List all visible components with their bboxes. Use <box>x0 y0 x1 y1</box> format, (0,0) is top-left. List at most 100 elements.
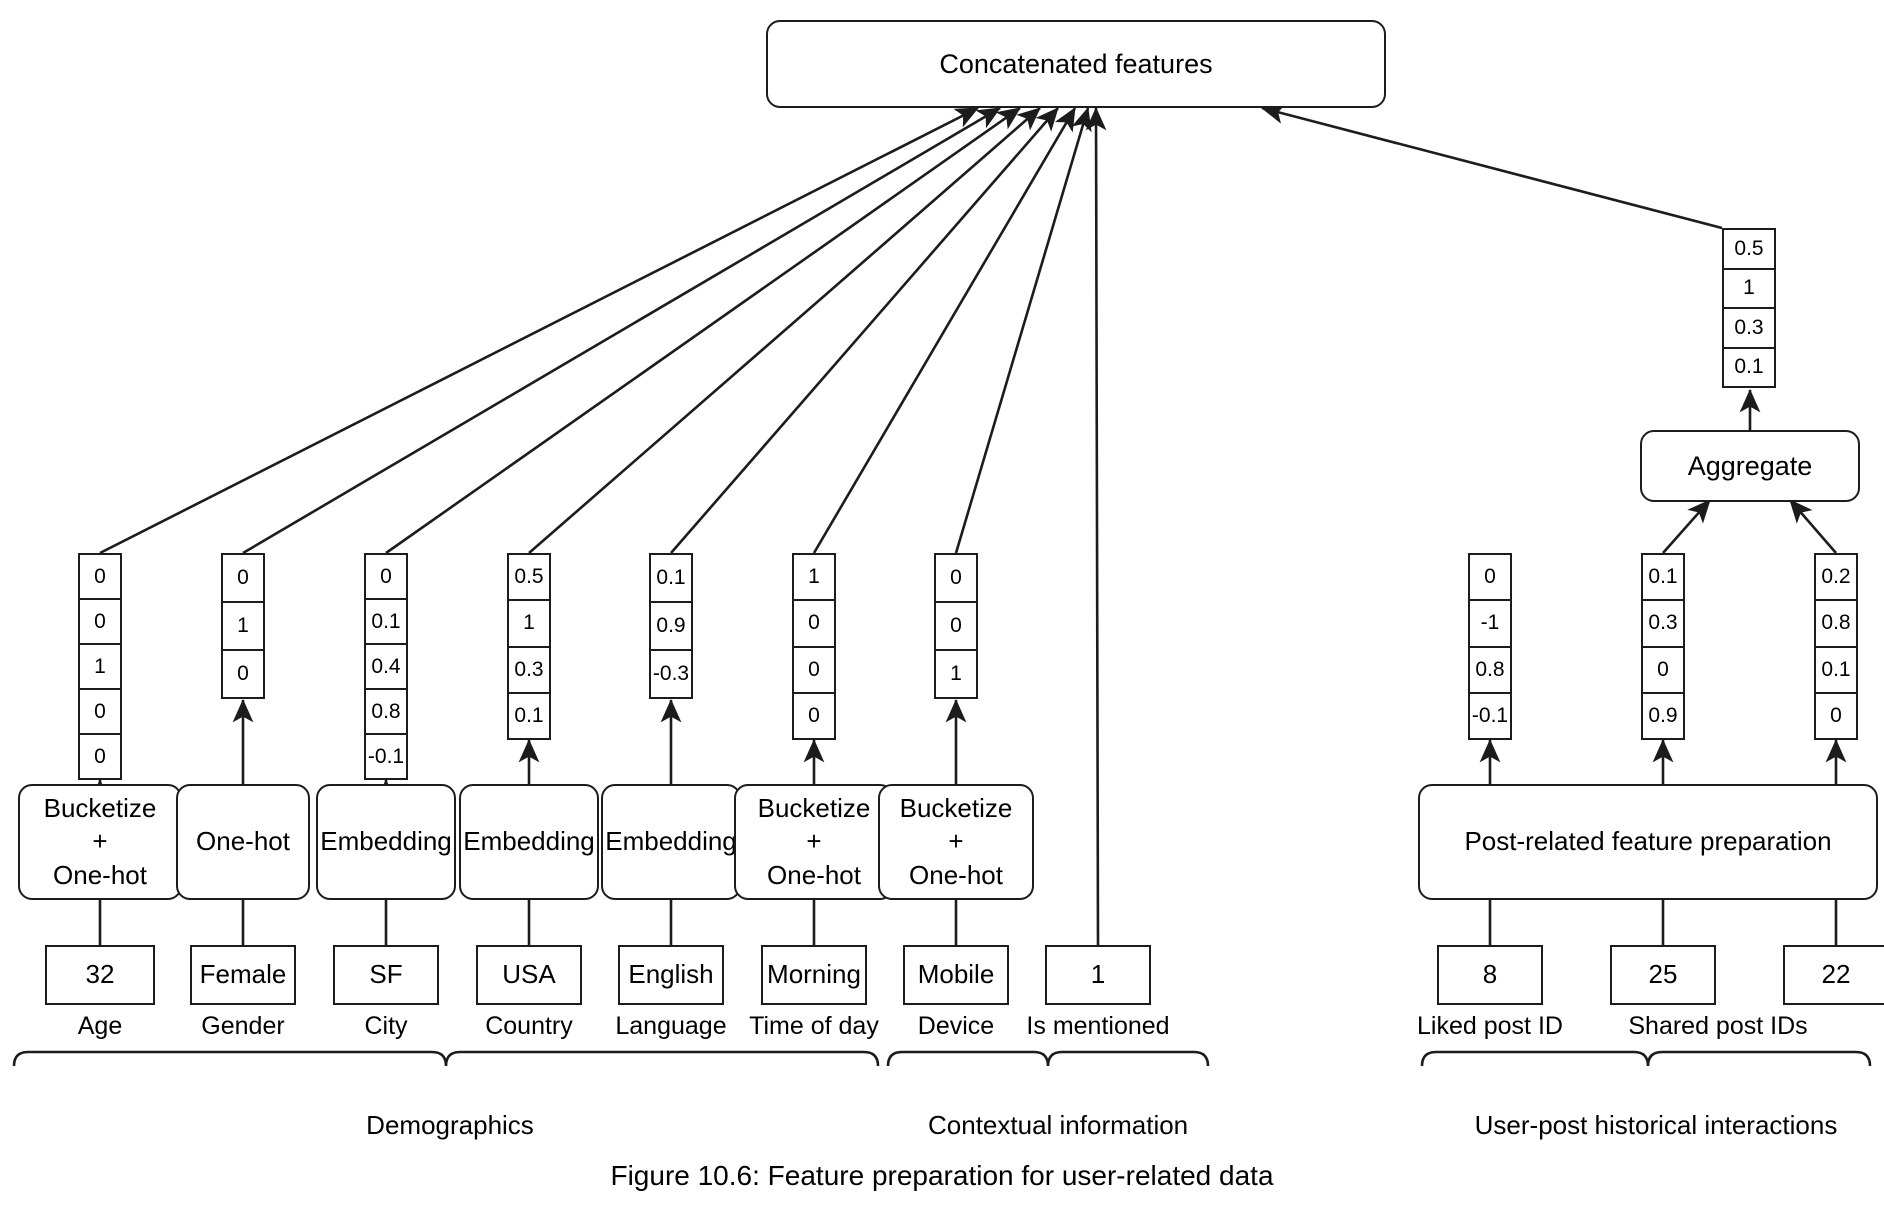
group-label-contextual-information: Contextual information <box>928 1110 1189 1140</box>
input-box-gender[interactable]: Female <box>190 945 296 1005</box>
vector-cell: 0 <box>794 693 834 738</box>
vector-cell: -0.1 <box>1470 693 1510 738</box>
wire-country-to-concat <box>528 107 1041 554</box>
processing-box-country[interactable]: Embedding <box>459 784 599 900</box>
field-label-age: Age <box>77 1012 123 1040</box>
vector-country: 0.5 1 0.3 0.1 <box>507 553 551 740</box>
processing-line: Bucketize <box>899 793 1013 824</box>
vector-language: 0.1 0.9 -0.3 <box>649 553 693 699</box>
vector-cell: 1 <box>80 645 120 690</box>
input-value: Female <box>199 959 287 990</box>
vector-cell: 0.5 <box>1724 230 1774 270</box>
post-related-feature-preparation-box[interactable]: Post-related feature preparation <box>1418 784 1878 900</box>
processing-box-time-of-day[interactable]: Bucketize + One-hot <box>734 784 894 900</box>
input-value: 22 <box>1821 959 1851 990</box>
input-box-liked-post-id[interactable]: 8 <box>1437 945 1543 1005</box>
input-box-time-of-day[interactable]: Morning <box>761 945 867 1005</box>
vector-age: 0 0 1 0 0 <box>78 553 122 780</box>
field-label-shared-post-ids: Shared post IDs <box>1628 1012 1808 1040</box>
vector-cell: 1 <box>1724 269 1774 309</box>
aggregate-label: Aggregate <box>1687 450 1813 481</box>
wire-gender-to-concat <box>242 106 1001 555</box>
vector-city: 0 0.1 0.4 0.8 -0.1 <box>364 553 408 780</box>
vector-cell: 0.3 <box>1643 601 1683 648</box>
group-label-user-post-historical-interactions: User-post historical interactions <box>1474 1110 1838 1140</box>
input-box-city[interactable]: SF <box>333 945 439 1005</box>
processing-box-gender[interactable]: One-hot <box>176 784 310 900</box>
figure-caption: Figure 10.6: Feature preparation for use… <box>610 1160 1274 1191</box>
vector-cell: 0.3 <box>509 647 549 694</box>
wire-timeofday-to-concat <box>812 107 1077 554</box>
vector-shared-post-id-22: 0.2 0.8 0.1 0 <box>1814 553 1858 740</box>
processing-line: One-hot <box>53 859 147 890</box>
processing-line: Embedding <box>320 826 452 857</box>
input-value: SF <box>369 959 403 990</box>
processing-line: One-hot <box>767 859 861 890</box>
processing-box-age[interactable]: Bucketize + One-hot <box>18 784 182 900</box>
vector-cell: -0.1 <box>366 735 406 778</box>
wire-device-to-concat <box>954 107 1092 554</box>
aggregate-output-vector: 0.5 1 0.3 0.1 <box>1722 228 1776 388</box>
concatenated-features-box[interactable]: Concatenated features <box>766 20 1386 108</box>
post-related-feature-preparation-label: Post-related feature preparation <box>1464 826 1832 857</box>
wire-aggregate-output-to-concat <box>1260 103 1723 230</box>
vector-cell: 0 <box>794 601 834 648</box>
processing-line: Bucketize <box>757 793 871 824</box>
vector-cell: 0 <box>794 647 834 694</box>
processing-line: Bucketize <box>43 793 157 824</box>
vector-cell: 0.4 <box>366 645 406 690</box>
vector-cell: 1 <box>794 555 834 602</box>
vector-cell: 0.8 <box>1816 601 1856 648</box>
input-box-age[interactable]: 32 <box>45 945 155 1005</box>
field-label-gender: Gender <box>201 1012 285 1040</box>
wire-shared25-vec-to-aggregate <box>1662 499 1711 554</box>
processing-box-language[interactable]: Embedding <box>601 784 741 900</box>
vector-cell: 0 <box>1643 647 1683 694</box>
input-box-is-mentioned[interactable]: 1 <box>1045 945 1151 1005</box>
input-value: 1 <box>1090 959 1106 990</box>
vector-cell: 1 <box>936 651 976 697</box>
processing-line: + <box>806 826 822 857</box>
vector-cell: 1 <box>509 601 549 648</box>
input-box-shared-post-id-22[interactable]: 22 <box>1783 945 1884 1005</box>
vector-gender: 0 1 0 <box>221 553 265 699</box>
input-box-country[interactable]: USA <box>476 945 582 1005</box>
vector-cell: 0.1 <box>509 693 549 738</box>
vector-cell: 0.1 <box>651 555 691 603</box>
vector-cell: 0.1 <box>366 600 406 645</box>
wire-ismentioned-to-concat <box>1085 106 1107 946</box>
processing-box-city[interactable]: Embedding <box>316 784 456 900</box>
vector-cell: -0.3 <box>651 651 691 697</box>
processing-box-device[interactable]: Bucketize + One-hot <box>878 784 1034 900</box>
field-label-device: Device <box>917 1012 995 1040</box>
input-box-shared-post-id-25[interactable]: 25 <box>1610 945 1716 1005</box>
input-value: English <box>628 959 714 990</box>
field-label-time-of-day: Time of day <box>749 1012 879 1040</box>
vector-cell: 0 <box>80 735 120 778</box>
vector-cell: 0 <box>366 555 406 600</box>
input-box-device[interactable]: Mobile <box>903 945 1009 1005</box>
vector-cell: 0.2 <box>1816 555 1856 602</box>
concatenated-features-label: Concatenated features <box>939 48 1213 79</box>
field-label-country: Country <box>485 1012 573 1040</box>
processing-line: Embedding <box>605 826 737 857</box>
vector-cell: 0 <box>936 555 976 603</box>
processing-line: One-hot <box>196 826 290 857</box>
vector-shared-post-id-25: 0.1 0.3 0 0.9 <box>1641 553 1685 740</box>
vector-cell: 0.1 <box>1816 647 1856 694</box>
brace-demographics <box>12 1050 880 1067</box>
vector-cell: 0.9 <box>1643 693 1683 738</box>
vector-cell: 0.8 <box>366 690 406 735</box>
vector-cell: 0.3 <box>1724 309 1774 349</box>
vector-cell: 0.1 <box>1643 555 1683 602</box>
vector-cell: 1 <box>223 603 263 651</box>
group-label-demographics: Demographics <box>366 1110 534 1140</box>
processing-line: Embedding <box>463 826 595 857</box>
input-value: 8 <box>1482 959 1498 990</box>
input-box-language[interactable]: English <box>618 945 724 1005</box>
vector-cell: 0 <box>1470 555 1510 602</box>
input-value: Mobile <box>917 959 995 990</box>
wire-city-to-concat <box>385 106 1021 555</box>
aggregate-box[interactable]: Aggregate <box>1640 430 1860 502</box>
processing-line: + <box>948 826 964 857</box>
